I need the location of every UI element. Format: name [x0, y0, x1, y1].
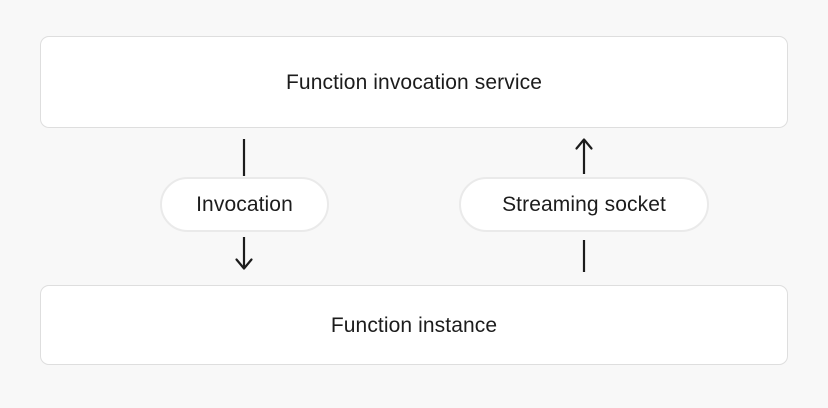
node-label-invocation: Invocation [196, 193, 293, 216]
node-label-function-instance: Function instance [330, 313, 498, 337]
node-invocation-pill: Invocation [160, 177, 329, 232]
arrowhead-up-icon [575, 138, 593, 150]
node-function-instance: Function instance [40, 285, 788, 365]
arrowhead-down-icon [235, 258, 253, 270]
node-function-invocation-service: Function invocation service [40, 36, 788, 128]
node-label-function-invocation-service: Function invocation service [286, 70, 542, 94]
node-streaming-socket-pill: Streaming socket [459, 177, 709, 232]
node-label-streaming-socket: Streaming socket [502, 193, 666, 216]
